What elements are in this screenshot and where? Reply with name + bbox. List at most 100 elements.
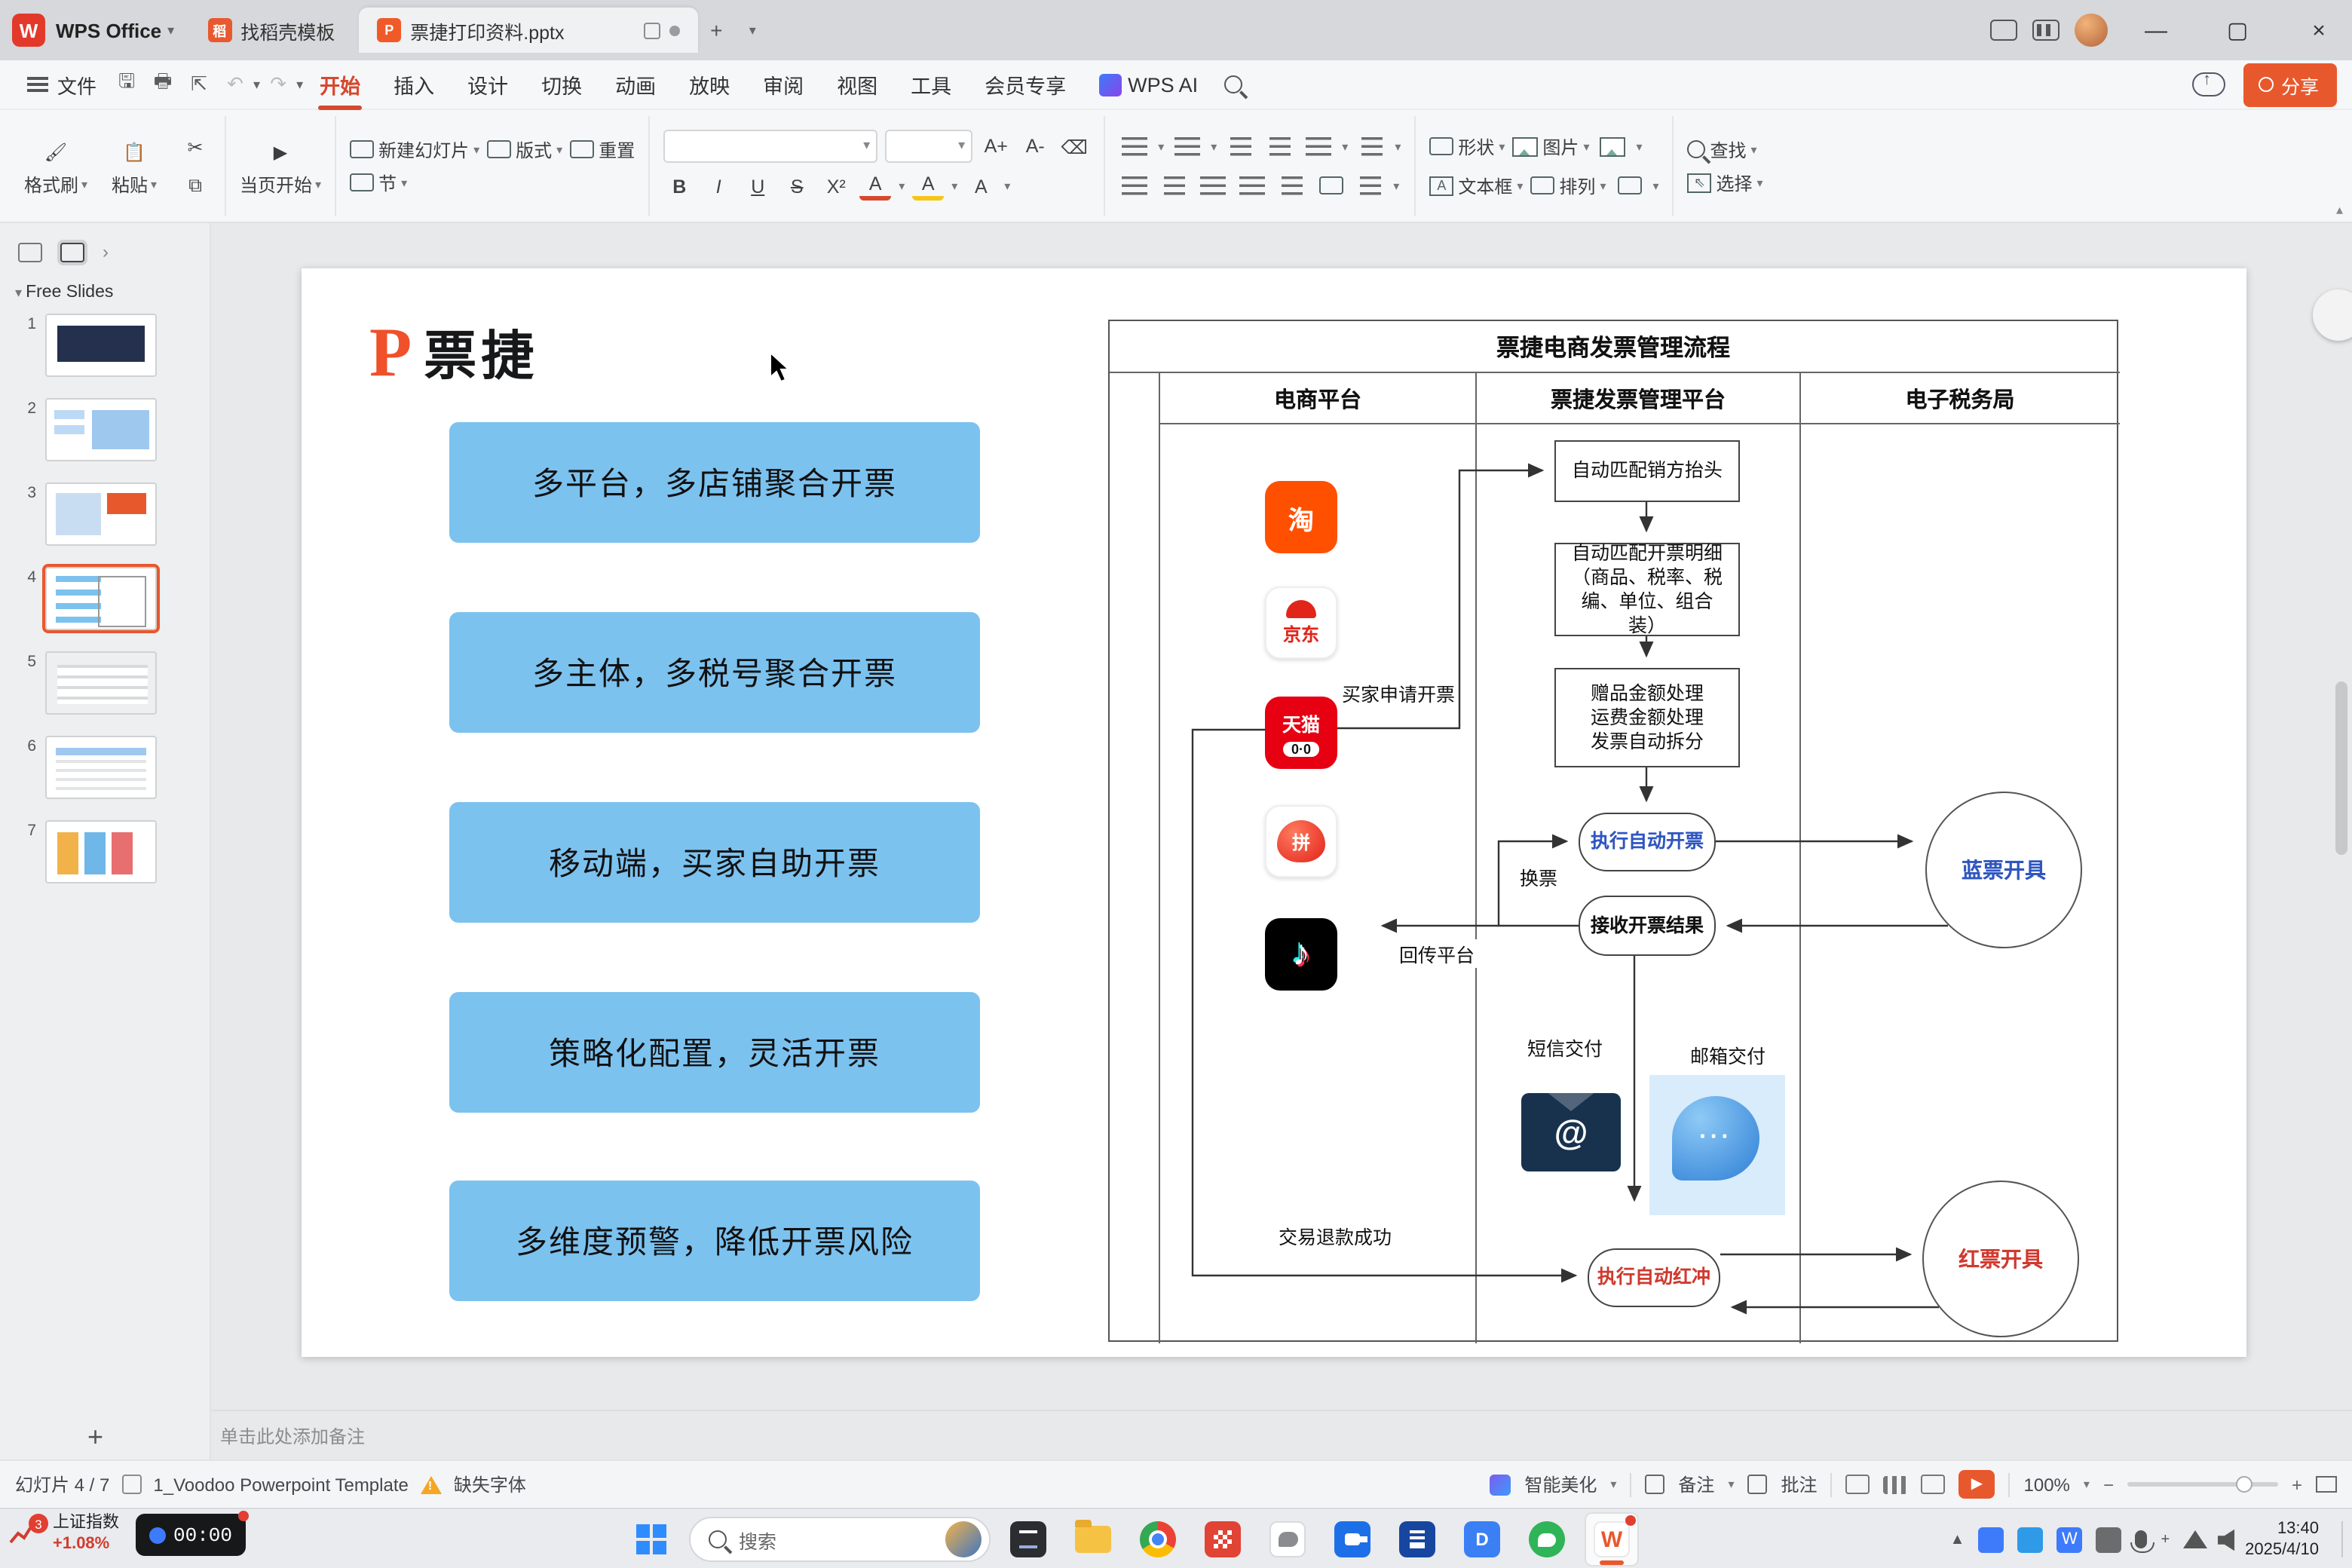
multi-window-icon[interactable] bbox=[1990, 20, 2017, 41]
panel-expand-icon[interactable]: › bbox=[103, 241, 109, 262]
text-direction-icon[interactable] bbox=[1355, 130, 1387, 162]
thumbnail-view-icon[interactable] bbox=[60, 242, 84, 262]
user-avatar[interactable] bbox=[2075, 14, 2108, 47]
zoom-level[interactable]: 100% bbox=[2023, 1474, 2070, 1495]
smart-graphic-icon[interactable] bbox=[1597, 130, 1628, 162]
free-slides-group[interactable]: Free Slides bbox=[0, 274, 210, 314]
feature-box-2[interactable]: 多主体，多税号聚合开票 bbox=[449, 612, 980, 733]
menu-home[interactable]: 开始 bbox=[303, 60, 377, 110]
save-icon[interactable]: 🖫 bbox=[118, 69, 136, 92]
new-tab-button[interactable]: + bbox=[710, 18, 723, 42]
sorter-view-icon[interactable] bbox=[1883, 1475, 1908, 1493]
tab-document[interactable]: P 票捷打印资料.pptx bbox=[359, 8, 699, 53]
tray-app-icon-1[interactable] bbox=[1978, 1527, 2004, 1552]
share-button[interactable]: 分享 bbox=[2243, 63, 2337, 106]
increase-font-button[interactable]: A+ bbox=[984, 136, 1008, 157]
slide-thumbnail-6[interactable] bbox=[45, 736, 157, 799]
tray-plus-icon[interactable]: + bbox=[2161, 1531, 2170, 1548]
file-explorer-button[interactable] bbox=[1066, 1512, 1120, 1566]
fit-to-window-icon[interactable] bbox=[2316, 1476, 2337, 1493]
slideshow-play-button[interactable]: ▶ bbox=[1958, 1470, 1995, 1499]
feature-box-5[interactable]: 多维度预警，降低开票风险 bbox=[449, 1181, 980, 1301]
distribute-icon[interactable] bbox=[1276, 170, 1307, 201]
menu-insert[interactable]: 插入 bbox=[394, 75, 435, 98]
justify-icon[interactable] bbox=[1236, 170, 1268, 201]
red-grid-app-button[interactable] bbox=[1196, 1512, 1250, 1566]
menu-view[interactable]: 视图 bbox=[837, 75, 878, 98]
file-menu[interactable]: 文件 bbox=[15, 64, 109, 105]
menu-member[interactable]: 会员专享 bbox=[985, 75, 1067, 98]
new-slide-button[interactable]: 新建幻灯片▾ bbox=[350, 136, 479, 162]
menu-wps-ai[interactable]: WPS AI bbox=[1083, 64, 1214, 105]
print-icon[interactable]: 🖶 bbox=[153, 69, 173, 92]
menu-review[interactable]: 审阅 bbox=[763, 75, 804, 98]
zoom-slider[interactable] bbox=[2127, 1476, 2278, 1493]
feature-box-4[interactable]: 策略化配置，灵活开票 bbox=[449, 992, 980, 1113]
timer-widget[interactable]: 00:00 bbox=[136, 1511, 250, 1556]
outline-view-icon[interactable] bbox=[18, 242, 42, 262]
underline-button[interactable]: U bbox=[751, 176, 765, 197]
network-icon[interactable] bbox=[2183, 1530, 2208, 1548]
slide-thumbnail-7[interactable] bbox=[45, 820, 157, 884]
superscript-button[interactable]: X² bbox=[826, 176, 846, 197]
tray-expand-icon[interactable]: ▲ bbox=[1949, 1531, 1965, 1548]
assistant-floating-button[interactable] bbox=[2313, 289, 2352, 341]
tab-template-store[interactable]: 稻 找稻壳模板 bbox=[189, 8, 353, 53]
layout-button[interactable]: 版式▾ bbox=[487, 136, 562, 162]
export-icon[interactable]: ⇱ bbox=[191, 72, 207, 95]
copy-icon[interactable]: ⧉ bbox=[188, 174, 202, 195]
clear-format-icon[interactable]: ⌫ bbox=[1061, 136, 1088, 158]
line-spacing-icon[interactable] bbox=[1303, 130, 1334, 162]
text-effect-button[interactable]: A bbox=[974, 176, 988, 197]
font-color-button[interactable]: A bbox=[859, 173, 892, 200]
slide-thumbnail-2[interactable] bbox=[45, 398, 157, 461]
app-menu-chevron-icon[interactable]: ▾ bbox=[167, 22, 175, 37]
slide-thumbnail-5[interactable] bbox=[45, 651, 157, 715]
reset-button[interactable]: 重置 bbox=[570, 136, 635, 162]
stock-widget[interactable]: 3 上证指数 +1.08% 00:00 bbox=[9, 1511, 250, 1556]
tab-list-chevron-icon[interactable]: ▾ bbox=[749, 22, 756, 37]
wechat-button[interactable] bbox=[1520, 1512, 1574, 1566]
shapes-button[interactable]: 形状▾ bbox=[1429, 133, 1505, 159]
start-button[interactable] bbox=[624, 1512, 678, 1566]
taskbar-search[interactable]: 搜索 bbox=[689, 1517, 991, 1562]
slide-thumbnail-4-selected[interactable] bbox=[42, 564, 160, 633]
decrease-indent-icon[interactable] bbox=[1224, 130, 1256, 162]
slide-thumbnail-3[interactable] bbox=[45, 482, 157, 546]
menu-slideshow[interactable]: 放映 bbox=[689, 75, 730, 98]
vertical-scrollbar[interactable] bbox=[2334, 229, 2349, 1402]
section-button[interactable]: 节▾ bbox=[350, 170, 407, 195]
undo-icon[interactable]: ↶ bbox=[227, 72, 243, 95]
minimize-button[interactable]: — bbox=[2145, 17, 2167, 43]
font-size-combobox[interactable] bbox=[885, 130, 973, 163]
find-button[interactable]: 查找▾ bbox=[1687, 136, 1763, 162]
menu-tools[interactable]: 工具 bbox=[911, 75, 952, 98]
zoom-slider-knob[interactable] bbox=[2235, 1476, 2252, 1493]
docs-app-button[interactable] bbox=[1390, 1512, 1444, 1566]
ribbon-search-button[interactable] bbox=[1214, 68, 1251, 101]
comments-toggle[interactable]: 批注 bbox=[1781, 1475, 1818, 1496]
play-from-current-button[interactable]: ▶ 当页开始▾ bbox=[240, 135, 321, 197]
picture-button[interactable]: 图片▾ bbox=[1512, 133, 1589, 159]
format-painter-button[interactable]: 🖌 格式刷▾ bbox=[23, 135, 89, 197]
chat-app-button[interactable] bbox=[1260, 1512, 1315, 1566]
close-button[interactable]: × bbox=[2312, 17, 2326, 43]
strikethrough-button[interactable]: S bbox=[790, 176, 804, 197]
redo-icon[interactable]: ↷ bbox=[270, 72, 286, 95]
cloud-upload-icon[interactable] bbox=[2191, 71, 2225, 96]
menu-design[interactable]: 设计 bbox=[467, 75, 509, 98]
maximize-button[interactable]: ▢ bbox=[2226, 18, 2249, 44]
tray-chat-icon[interactable] bbox=[2017, 1527, 2044, 1552]
template-name[interactable]: 1_Voodoo Powerpoint Template bbox=[153, 1474, 409, 1495]
decrease-font-button[interactable]: A- bbox=[1025, 136, 1045, 157]
tray-wps-icon[interactable]: W bbox=[2056, 1527, 2083, 1552]
task-view-button[interactable] bbox=[1001, 1512, 1055, 1566]
placeholder-icon[interactable] bbox=[1613, 170, 1645, 201]
missing-font-label[interactable]: 缺失字体 bbox=[453, 1475, 526, 1496]
redo-chevron-icon[interactable]: ▾ bbox=[296, 76, 304, 91]
show-desktop-button[interactable] bbox=[2341, 1521, 2346, 1557]
scrollbar-thumb[interactable] bbox=[2335, 681, 2347, 855]
add-slide-button[interactable]: + bbox=[87, 1422, 104, 1452]
cut-icon[interactable]: ✂ bbox=[187, 136, 204, 158]
beautify-button[interactable]: 智能美化 bbox=[1524, 1475, 1597, 1496]
